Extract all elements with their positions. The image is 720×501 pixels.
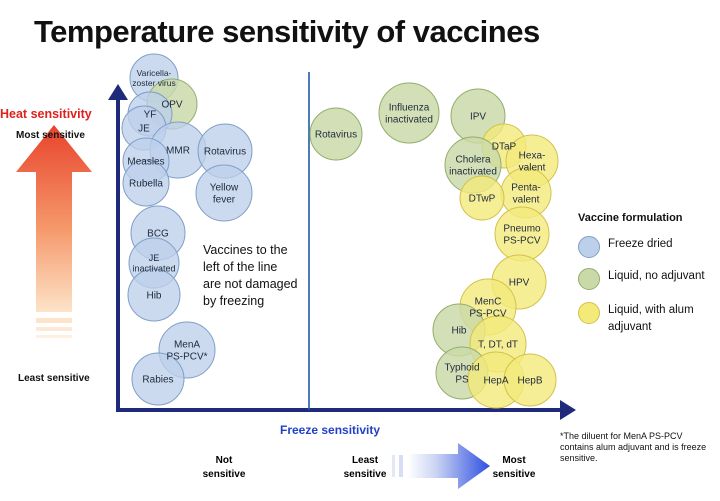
vaccine-label: PS-PCV* [166, 352, 207, 363]
vaccine-label: Hib [146, 291, 161, 302]
vaccine-label: Rotavirus [204, 147, 246, 158]
vaccine-label: HepB [517, 376, 542, 387]
vaccine-bubble [459, 175, 505, 221]
vaccine-label: Measles [127, 157, 164, 168]
vaccine-label: zoster virus [132, 78, 175, 88]
vaccine-label: Typhoid [444, 363, 479, 374]
vaccine-label: IPV [470, 112, 486, 123]
vaccine-label: Hexa- [519, 151, 546, 162]
vaccine-label: JE [149, 253, 160, 263]
vaccine-bubble [131, 352, 185, 406]
vaccine-bubble [378, 82, 440, 144]
page-title: Temperature sensitivity of vaccines [34, 14, 540, 49]
divider-note-line: left of the line [203, 260, 277, 274]
vaccine-bubble [503, 353, 557, 407]
legend-item-freeze-dried: Freeze dried [578, 236, 673, 258]
most-freeze-label: sensitive [493, 469, 536, 480]
freeze-sensitivity-arrow [392, 443, 490, 489]
vaccine-label: inactivated [132, 264, 175, 274]
vaccine-label: Penta- [511, 183, 540, 194]
vaccine-label: inactivated [385, 115, 433, 126]
vaccine-label: DTwP [469, 194, 496, 205]
vaccine-bubble [127, 268, 181, 322]
legend-title: Vaccine formulation [578, 212, 683, 224]
vaccine-label: fever [213, 195, 236, 206]
vaccine-label: Hib [451, 326, 466, 337]
legend-item-liquid-alum: Liquid, with alum adjuvant [578, 302, 694, 336]
legend-label: Liquid, no adjuvant [608, 270, 705, 282]
vaccine-label: MenC [475, 297, 502, 308]
legend-label: Freeze dried [608, 238, 673, 250]
heat-sensitivity-heading: Heat sensitivity [0, 107, 92, 121]
legend-label: Liquid, with alum [608, 304, 694, 316]
vaccine-label: HepA [483, 376, 508, 387]
legend-label-group: Liquid, with alum adjuvant [608, 302, 694, 336]
vaccine-label: OPV [161, 100, 182, 111]
divider-note-line: by freezing [203, 294, 264, 308]
vaccine-label: JE [138, 124, 150, 135]
vaccine-label: Pneumo [503, 224, 541, 235]
not-sensitive-label: sensitive [203, 469, 246, 480]
legend-swatch [578, 268, 600, 290]
vaccine-label: valent [519, 163, 546, 174]
vaccine-label: Cholera [455, 155, 490, 166]
vaccine-label: DTaP [492, 142, 517, 153]
vaccine-label: valent [513, 195, 540, 206]
vaccine-label: PS-PCV [503, 236, 541, 247]
vaccine-label: HPV [509, 278, 530, 289]
vaccine-label: PS [455, 375, 469, 386]
divider-note: Vaccines to the left of the line are not… [203, 243, 298, 308]
least-freeze-label: Least [352, 455, 379, 466]
vaccine-bubble [309, 107, 363, 161]
vaccine-label: T, DT, dT [478, 340, 518, 351]
heat-sensitivity-arrow [16, 125, 92, 338]
vaccine-label: YF [144, 110, 157, 121]
vaccine-label: PS-PCV [469, 309, 507, 320]
legend-item-liquid-no-adjuvant: Liquid, no adjuvant [578, 268, 705, 290]
not-sensitive-label: Not [216, 455, 233, 466]
vaccine-label: Rabies [142, 375, 173, 386]
chart-axes [108, 84, 576, 420]
most-sensitive-label: Most sensitive [16, 130, 85, 141]
divider-note-line: Vaccines to the [203, 243, 288, 257]
legend-swatch [578, 302, 600, 324]
vaccine-label: Rubella [129, 179, 163, 190]
legend-swatch [578, 236, 600, 258]
vaccine-label: MMR [166, 146, 190, 157]
least-freeze-label: sensitive [344, 469, 387, 480]
vaccine-label: BCG [147, 229, 169, 240]
vaccine-label: MenA [174, 340, 200, 351]
legend-label: adjuvant [608, 321, 652, 333]
vaccine-bubble [195, 164, 253, 222]
vaccine-label: Yellow [210, 183, 239, 194]
least-sensitive-label: Least sensitive [18, 373, 90, 384]
vaccine-label: Influenza [389, 103, 430, 114]
divider-note-line: are not damaged [203, 277, 298, 291]
vaccine-label: Varicella- [137, 68, 172, 78]
footnote: *The diluent for MenA PS-PCV contains al… [560, 431, 707, 463]
freeze-sensitivity-heading: Freeze sensitivity [280, 423, 380, 437]
most-freeze-label: Most [502, 455, 526, 466]
vaccine-bubble [122, 159, 170, 207]
vaccine-label: Rotavirus [315, 130, 357, 141]
vaccine-label: inactivated [449, 167, 497, 178]
